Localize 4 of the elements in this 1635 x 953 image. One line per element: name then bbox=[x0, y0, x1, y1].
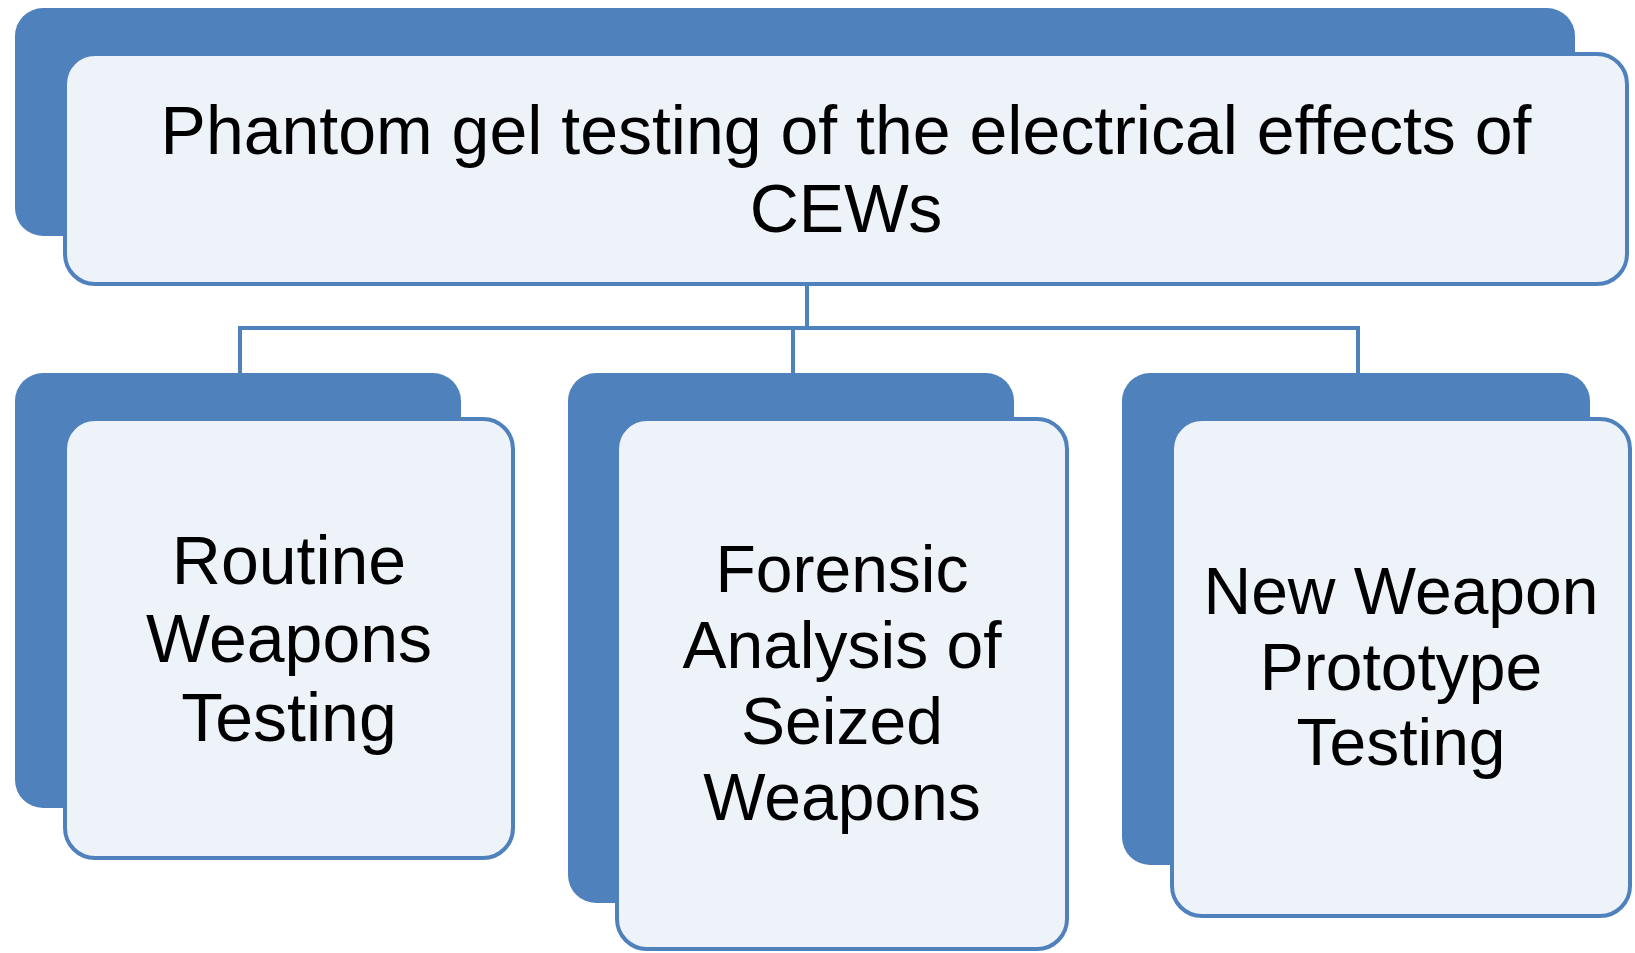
node-text: New Weapon Prototype Testing bbox=[1202, 553, 1600, 782]
node-text: Forensic Analysis of Seized Weapons bbox=[681, 532, 1003, 836]
node-text: Phantom gel testing of the electrical effects of CEWs bbox=[159, 90, 1533, 248]
node-text: Routine Weapons Testing bbox=[144, 521, 433, 756]
